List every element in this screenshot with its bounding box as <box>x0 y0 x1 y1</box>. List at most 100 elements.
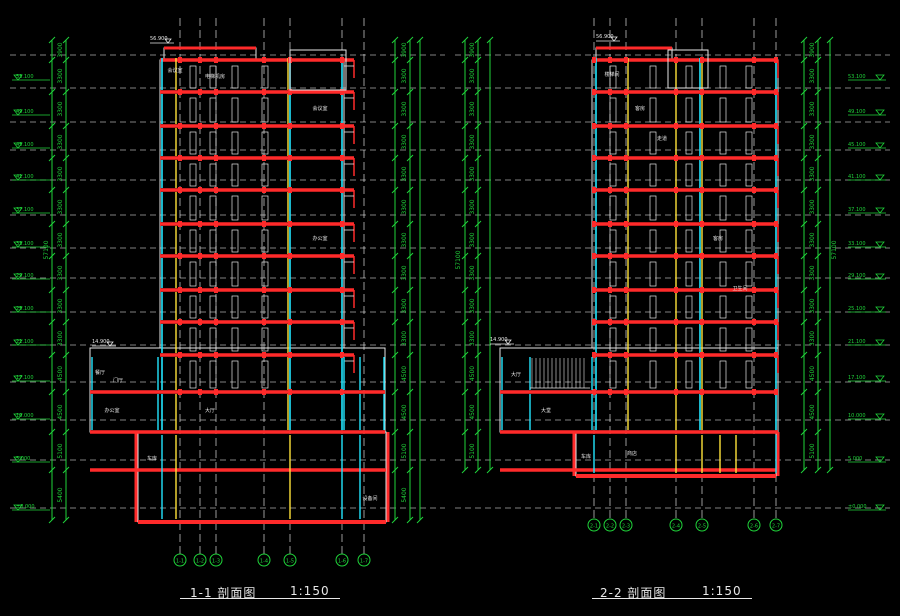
dimension-tick <box>48 351 56 359</box>
column-mark <box>674 287 678 293</box>
column-mark <box>700 221 704 227</box>
column-mark <box>340 123 344 129</box>
door-opening <box>209 65 217 89</box>
dimension-tick <box>406 36 414 44</box>
dimension-text: 3300 <box>809 199 816 214</box>
roof-elevation-triangle <box>504 339 512 345</box>
dimension-tick <box>814 428 822 436</box>
dimension-tick <box>406 388 414 396</box>
dimension-text: 4500 <box>401 366 408 381</box>
dimension-text: 3300 <box>57 331 64 346</box>
elevation-triangle <box>13 273 23 280</box>
door-opening <box>719 229 727 253</box>
grid-bubble <box>669 518 683 532</box>
dimension-tick <box>48 252 56 260</box>
section-2-2-scale: 1:150 <box>702 584 742 598</box>
section-2-2-building <box>499 46 780 478</box>
room-label: 电梯机房 <box>205 73 225 80</box>
column-mark <box>214 123 218 129</box>
dimension-tick <box>391 428 399 436</box>
dimension-tick <box>62 388 70 396</box>
elevation-label: 10.000 <box>16 413 34 419</box>
elevation-label: 25.100 <box>848 306 866 312</box>
door-opening <box>189 65 197 89</box>
door-opening <box>745 97 753 123</box>
column-mark <box>752 155 756 161</box>
door-opening <box>649 261 657 287</box>
door-opening <box>231 97 239 123</box>
section-2-2-caption: 2-2 剖面图 1:150 <box>600 584 750 601</box>
column-mark <box>178 155 182 161</box>
section-1-1-building <box>89 46 390 524</box>
elevation-triangle <box>875 306 885 313</box>
dimension-tick <box>814 154 822 162</box>
elevation-triangle <box>13 174 23 181</box>
door-opening <box>649 327 657 352</box>
elevation-label: 33.100 <box>16 241 34 247</box>
dimension-tick <box>62 466 70 474</box>
column-mark <box>262 89 266 95</box>
dimension-text: 3300 <box>809 331 816 346</box>
grid-bubble-label: 1-1 <box>176 559 184 565</box>
dimension-text: 5400 <box>57 487 64 502</box>
door-opening <box>261 97 269 123</box>
dimension-tick <box>406 88 414 96</box>
section-1-1-caption: 1-1 剖面图 1:150 <box>190 584 340 601</box>
column-mark <box>624 389 628 395</box>
elevator-machine-room <box>289 49 347 91</box>
door-opening <box>745 261 753 287</box>
dimension-tick <box>391 466 399 474</box>
building-sections <box>89 46 780 524</box>
dimension-tick <box>474 220 482 228</box>
column-mark <box>674 57 678 63</box>
dimension-text: 3300 <box>469 166 476 181</box>
elevation-label: ±0.000 <box>848 504 867 510</box>
room-label: 餐厅 <box>95 369 105 376</box>
dimension-tick <box>406 466 414 474</box>
column-mark <box>624 57 628 63</box>
dimension-text: 3300 <box>469 298 476 313</box>
column-mark <box>592 352 596 358</box>
column-mark <box>288 89 292 95</box>
dimension-text: 3300 <box>57 232 64 247</box>
elevation-label: 21.100 <box>16 339 34 345</box>
dimension-tick <box>461 388 469 396</box>
dimension-text: 4500 <box>809 366 816 381</box>
dimension-tick <box>406 122 414 130</box>
dimension-text: 3300 <box>469 331 476 346</box>
column-mark <box>288 221 292 227</box>
dimension-text: 5100 <box>401 443 408 458</box>
column-mark <box>262 187 266 193</box>
dimension-tick <box>474 318 482 326</box>
roof-elevation-triangle <box>106 341 114 347</box>
door-opening <box>649 229 657 253</box>
dimension-tick <box>486 466 494 474</box>
dimension-tick <box>800 186 808 194</box>
dimension-tick <box>474 56 482 64</box>
column-mark <box>700 123 704 129</box>
column-mark <box>624 319 628 325</box>
column-mark <box>262 253 266 259</box>
column-mark <box>624 221 628 227</box>
section-1-1-scale: 1:150 <box>290 584 330 598</box>
dimension-text: 3300 <box>469 68 476 83</box>
column-mark <box>214 221 218 227</box>
column-mark <box>214 89 218 95</box>
elevation-triangle <box>875 174 885 181</box>
dimension-tick <box>48 516 56 524</box>
column-mark <box>198 253 202 259</box>
door-opening <box>209 97 217 123</box>
dimension-tick <box>406 252 414 260</box>
column-mark <box>752 253 756 259</box>
stair-2-2 <box>530 358 590 389</box>
dimension-tick <box>474 154 482 162</box>
room-label: 办公室 <box>312 235 327 242</box>
room-label: 办公室 <box>104 407 119 414</box>
dimension-text: 3300 <box>401 331 408 346</box>
dimension-tick <box>814 56 822 64</box>
dimension-tick <box>800 154 808 162</box>
column-mark <box>214 57 218 63</box>
column-mark <box>700 253 704 259</box>
dimension-tick <box>461 351 469 359</box>
dimension-text: 5400 <box>401 487 408 502</box>
